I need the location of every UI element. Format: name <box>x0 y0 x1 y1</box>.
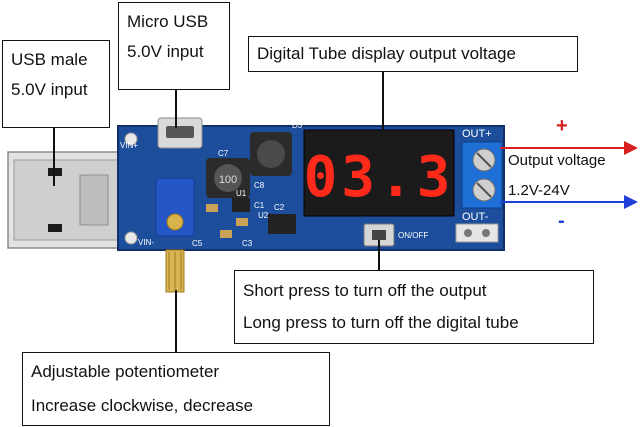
silk-c8: C8 <box>254 181 265 190</box>
micro-usb-port <box>157 117 203 149</box>
silk-c7: C7 <box>218 149 229 158</box>
display-callout-text: Digital Tube display output voltage <box>257 44 516 63</box>
silk-out-minus: OUT- <box>462 211 489 223</box>
output-minus-arrow <box>500 195 638 209</box>
silk-u1: U1 <box>236 189 247 198</box>
silk-out-plus: OUT+ <box>462 128 492 140</box>
usb-callout-line <box>53 126 55 186</box>
micro-usb-voltage: 5.0V input <box>127 42 204 61</box>
usb-male-plug <box>7 151 127 249</box>
output-voltage-range: 1.2V-24V <box>508 182 570 199</box>
display-readout: 03.3 <box>304 145 455 210</box>
potentiometer <box>155 177 195 293</box>
potentiometer-callout-line <box>175 290 177 354</box>
button-short-press-text: Short press to turn off the output <box>243 281 487 300</box>
display-callout-line <box>382 71 384 131</box>
silk-u2: U2 <box>258 211 269 220</box>
silk-c3: C3 <box>242 239 253 248</box>
display-callout: Digital Tube display output voltage <box>248 36 578 72</box>
micro-usb-callout: Micro USB 5.0V input <box>118 2 230 90</box>
inductor-100: 100 <box>206 158 250 198</box>
usb-male-title: USB male <box>11 50 88 69</box>
silk-c5: C5 <box>192 239 203 248</box>
inductor <box>250 132 292 176</box>
plus-sign: + <box>556 115 568 137</box>
output-voltage-label: Output voltage <box>508 152 606 169</box>
silk-vin-plus: VIN+ <box>120 141 138 150</box>
output-terminal-block <box>461 141 503 209</box>
button-callout-line <box>378 240 380 272</box>
silk-c2: C2 <box>274 203 285 212</box>
silk-d3: D3 <box>292 121 303 130</box>
output-plus-arrow <box>500 141 638 155</box>
potentiometer-direction: Increase clockwise, decrease <box>31 396 254 415</box>
potentiometer-title: Adjustable potentiometer <box>31 362 220 381</box>
micro-usb-callout-line <box>175 88 177 128</box>
silk-vin-minus: VIN- <box>138 238 154 247</box>
inductor-label: 100 <box>219 174 237 186</box>
usb-male-voltage: 5.0V input <box>11 80 88 99</box>
button-callout: Short press to turn off the output Long … <box>234 270 594 344</box>
digital-tube-display: 03.3 <box>303 129 455 217</box>
potentiometer-callout: Adjustable potentiometer Increase clockw… <box>22 352 330 426</box>
minus-sign: - <box>558 210 565 232</box>
silk-c1: C1 <box>254 201 265 210</box>
silk-onoff: ON/OFF <box>398 231 428 240</box>
usb-male-callout: USB male 5.0V input <box>2 40 110 128</box>
micro-usb-title: Micro USB <box>127 12 209 31</box>
button-long-press-text: Long press to turn off the digital tube <box>243 313 519 332</box>
